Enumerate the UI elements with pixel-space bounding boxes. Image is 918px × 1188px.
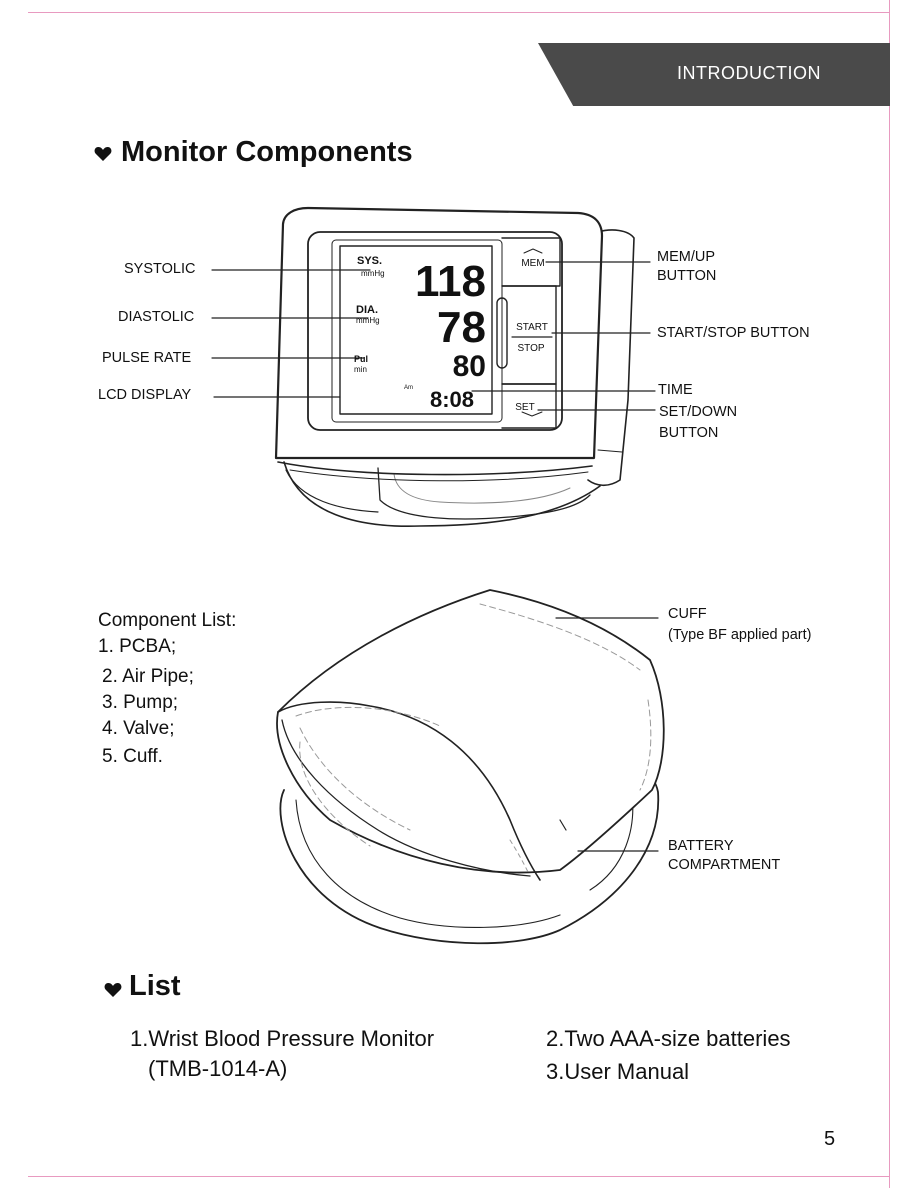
label-systolic: SYSTOLIC bbox=[124, 261, 196, 277]
lcd-pul-unit: min bbox=[354, 365, 367, 374]
package-item-monitor-model: (TMB-1014-A) bbox=[148, 1056, 288, 1081]
component-list-item: 4. Valve; bbox=[102, 718, 175, 739]
label-cuff-line2: (Type BF applied part) bbox=[668, 627, 812, 643]
monitor-illustration: SYS. mmHg DIA. mmHg Pul min Am 118 78 80… bbox=[211, 206, 656, 527]
label-time: TIME bbox=[658, 382, 693, 398]
label-set-down-line2: BUTTON bbox=[659, 425, 719, 441]
lcd-am: Am bbox=[404, 385, 413, 391]
label-set-down-line1: SET/DOWN bbox=[659, 404, 738, 420]
section-title-list: List bbox=[129, 970, 181, 1002]
label-mem-up-line1: MEM/UP bbox=[657, 249, 715, 265]
lcd-dia-unit: mmHg bbox=[356, 316, 380, 325]
lcd-diastolic-value: 78 bbox=[437, 303, 486, 352]
component-list-item: 1. PCBA; bbox=[98, 636, 177, 657]
label-pulse-rate: PULSE RATE bbox=[102, 350, 192, 366]
lcd-sys-unit: mmHg bbox=[361, 269, 385, 278]
cuff-illustration bbox=[276, 589, 665, 945]
heart-icon bbox=[94, 146, 112, 161]
lcd-systolic-value: 118 bbox=[415, 257, 486, 306]
top-border-line bbox=[28, 12, 890, 13]
page-number: 5 bbox=[824, 1128, 836, 1150]
component-list-item: 3. Pump; bbox=[102, 692, 179, 713]
lcd-dia-label: DIA. bbox=[356, 304, 378, 316]
label-diastolic: DIASTOLIC bbox=[118, 309, 195, 325]
label-lcd-display: LCD DISPLAY bbox=[98, 387, 192, 403]
set-button: SET bbox=[515, 402, 534, 413]
lcd-sys-label: SYS. bbox=[357, 255, 382, 267]
right-border-line bbox=[889, 0, 890, 1188]
component-list-title: Component List: bbox=[98, 610, 237, 631]
label-battery-line2: COMPARTMENT bbox=[668, 857, 781, 873]
label-battery-line1: BATTERY bbox=[668, 838, 734, 854]
header-tab bbox=[538, 43, 890, 106]
section-title-monitor-components: Monitor Components bbox=[121, 136, 413, 168]
mem-button: MEM bbox=[521, 258, 544, 269]
component-list-item: 2. Air Pipe; bbox=[102, 666, 194, 687]
package-item-monitor: 1.Wrist Blood Pressure Monitor bbox=[130, 1026, 435, 1051]
heart-icon bbox=[104, 982, 122, 997]
lcd-pulse-value: 80 bbox=[453, 350, 486, 383]
lcd-pul-label: Pul bbox=[354, 354, 368, 364]
stop-button: STOP bbox=[517, 343, 544, 354]
component-list-item: 5. Cuff. bbox=[102, 746, 163, 767]
start-button: START bbox=[516, 322, 548, 333]
label-cuff-line1: CUFF bbox=[668, 606, 707, 622]
label-start-stop: START/STOP BUTTON bbox=[657, 325, 810, 341]
label-mem-up-line2: BUTTON bbox=[657, 268, 717, 284]
package-item-batteries: 2.Two AAA-size batteries bbox=[546, 1026, 791, 1051]
header-tab-label: INTRODUCTION bbox=[677, 63, 821, 83]
bottom-border-line bbox=[28, 1176, 890, 1177]
lcd-time-value: 8:08 bbox=[430, 387, 474, 412]
package-item-manual: 3.User Manual bbox=[546, 1059, 690, 1084]
